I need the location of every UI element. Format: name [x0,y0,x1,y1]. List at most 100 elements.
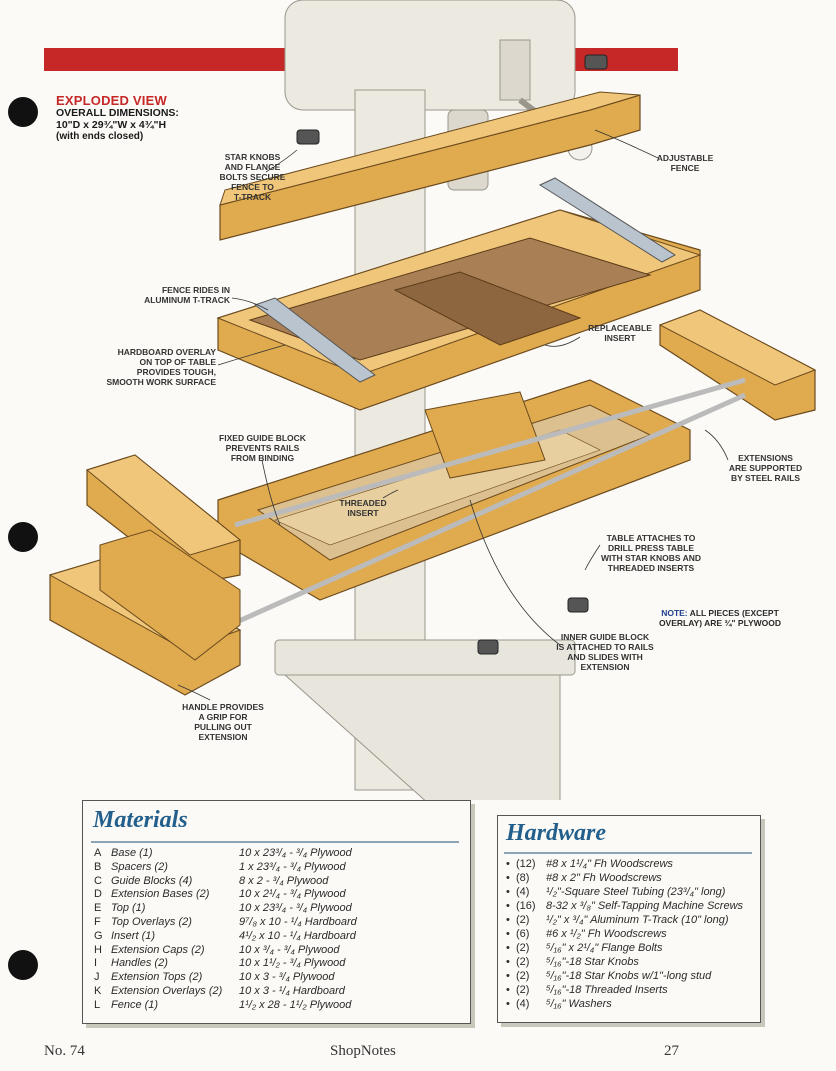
bullet-icon: • [506,858,510,870]
hardware-row: • (2) ⁵/₁₆" x 2¹/₄" Flange Bolts [506,941,758,955]
material-letter: J [94,971,100,984]
hardware-qty: (2) [516,956,530,968]
hardware-row: • (4) ¹/₂"-Square Steel Tubing (23³/₄" lon… [506,885,758,899]
callout-hardboard-overlay: HARDBOARD OVERLAY ON TOP OF TABLE PROVID… [106,347,216,387]
material-letter: G [94,929,103,942]
material-size: 9⁷/₈ x 10 - ¹/₄ Hardboard [239,916,357,928]
hardware-row: •(2)⁵/₁₆"-18 Star Knobs w/1"-long stud [506,969,758,983]
materials-row: B Spacers (2) 1 x 23³/₄ - ³/₄ Plywood [94,860,462,874]
hardware-row: • (8) #8 x 2" Fh Woodscrews [506,871,758,885]
note-text: ALL PIECES (EXCEPT OVERLAY) ARE ¾" PLYWO… [658,608,782,628]
hardware-desc: ¹/₂" x ³/₄" Aluminum T-Track (10" long) [546,914,729,926]
hardware-desc: ⁵/₁₆"-18 Star Knobs w/1"-long stud [546,970,712,982]
overall-dimensions-value: 10"D x 29¾"W x 4¾"H [56,119,167,131]
table-top [216,177,702,411]
material-name: Extension Caps (2) [111,943,205,956]
hardware-row: •(4)⁵/₁₆" Washers [506,997,758,1011]
material-size: 1 x 23³/₄ - ³/₄ Plywood [239,860,346,873]
hardware-desc: #6 x ¹/₂" Fh Woodscrews [546,928,667,940]
material-name: Top (1) [111,902,146,915]
hardware-row: • (2) ¹/₂" x ³/₄" Aluminum T-Track (10" lo… [506,913,758,927]
callout-extensions-supported: EXTENSIONS ARE SUPPORTED BY STEEL RAILS [728,453,803,483]
hardware-list: • (12) #8 x 1¹/₄" Fh Woodscrews • (8) #8 x 2"… [506,857,758,1017]
hardware-qty: (4) [516,886,530,898]
bullet-icon: • [506,998,510,1010]
callout-table-attaches: TABLE ATTACHES TO DRILL PRESS TABLE WITH… [600,533,702,573]
material-name: Spacers (2) [111,860,168,873]
hardware-qty: (12) [516,858,536,870]
fence [219,91,641,241]
star-knobs [296,54,608,655]
material-letter: I [94,957,98,970]
hardware-row: •(16)8-32 x ³/₈" Self-Tapping Machine Sc… [506,899,758,913]
bullet-icon: • [506,984,510,996]
plywood-note: NOTE: ALL PIECES (EXCEPT OVERLAY) ARE ¾"… [640,608,800,628]
hardware-desc: #8 x 2" Fh Woodscrews [546,872,662,884]
note-label: NOTE: [661,608,688,618]
materials-row: G Insert (1) 4¹/₂ x 10 - ¹/₄ Hardboard [94,929,462,943]
material-size: 10 x 3 - ¹/₄ Hardboard [239,985,345,997]
callout-handle-grip: HANDLE PROVIDES A GRIP FOR PULLING OUT E… [182,702,264,742]
bullet-icon: • [506,956,510,968]
material-name: Extension Tops (2) [111,971,203,984]
material-size: 10 x 23³/₄ - ³/₄ Plywood [239,847,352,859]
binder-hole-middle [8,522,38,552]
materials-title-rule [91,841,459,843]
publication-name: ShopNotes [330,1043,396,1059]
binder-hole-top [8,97,38,127]
bullet-icon: • [506,914,510,926]
hardware-qty: (16) [516,900,536,912]
hardware-qty: (2) [516,942,530,954]
material-letter: C [94,874,102,887]
hardware-qty: (2) [516,984,530,996]
material-size: 4¹/₂ x 10 - ¹/₄ Hardboard [239,929,356,942]
material-name: Insert (1) [111,929,156,942]
page-number: 27 [664,1043,679,1059]
material-letter: L [94,998,101,1011]
materials-title: Materials [93,807,188,833]
bullet-icon: • [506,886,510,898]
hardware-desc: ⁵/₁₆" x 2¹/₄" Flange Bolts [546,942,663,954]
base-frame [217,377,747,628]
hardware-qty: (2) [516,914,530,926]
dimensions-note: (with ends closed) [56,131,144,142]
exploded-view-illustration [44,0,817,800]
hardware-panel: Hardware •(12)#8 x 1¹/₄" Fh Woodscrews•(… [497,815,761,1023]
hardware-desc: #8 x 1¹/₄" Fh Woodscrews [546,858,673,870]
exploded-view-title: EXPLODED VIEW [56,93,167,108]
material-size: 8 x 2 - ³/₄ Plywood [239,874,329,887]
hardware-desc: ⁵/₁₆"-18 Star Knobs [546,956,639,968]
material-letter: A [94,847,102,859]
hardware-qty: (8) [516,872,530,884]
material-letter: B [94,860,102,873]
material-letter: F [94,916,101,928]
material-name: Extension Bases (2) [111,888,210,901]
binder-hole-bottom [8,950,38,980]
hardware-desc: ¹/₂"-Square Steel Tubing (23³/₄" long) [546,886,726,898]
hardware-row: • (2) ⁵/₁₆"-18 Star Knobs [506,955,758,969]
hardware-row: •(6)#6 x ¹/₂" Fh Woodscrews [506,927,758,941]
material-letter: E [94,902,102,915]
hardware-desc: ⁵/₁₆"-18 Threaded Inserts [546,984,668,996]
material-name: Extension Overlays (2) [111,985,223,997]
callout-star-knobs: STAR KNOBS AND FLANGE BOLTS SECURE FENCE… [219,152,286,202]
material-name: Top Overlays (2) [111,916,192,928]
bullet-icon: • [506,872,510,884]
material-size: 1¹/₂ x 28 - 1¹/₂ Plywood [239,998,352,1011]
material-letter: D [94,888,102,901]
bullet-icon: • [506,942,510,954]
callout-threaded-insert: THREADED INSERT [339,498,387,518]
callout-fixed-guide-block: FIXED GUIDE BLOCK PREVENTS RAILS FROM BI… [219,433,306,463]
material-size: 10 x 1¹/₂ - ³/₄ Plywood [239,957,346,970]
material-size: 10 x ³/₄ - ³/₄ Plywood [239,943,340,956]
